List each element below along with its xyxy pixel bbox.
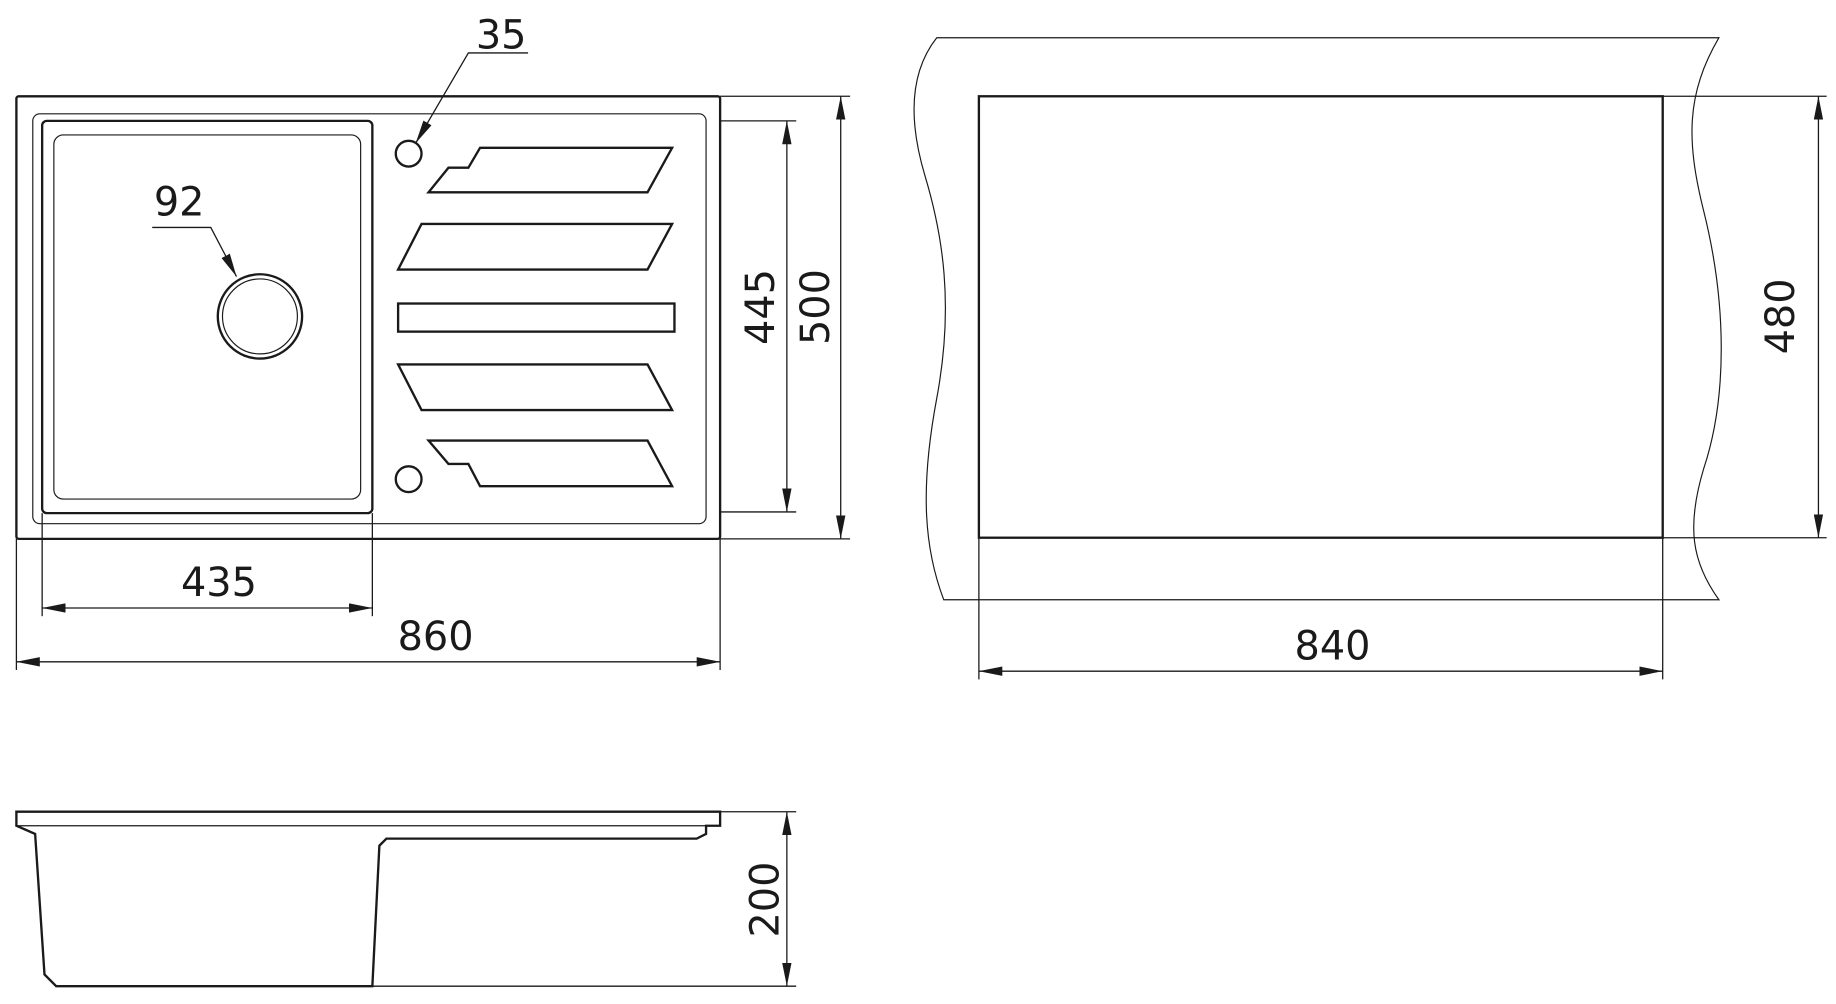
sink-side-view: 200 — [15, 810, 797, 988]
drainboard-slot — [426, 146, 675, 194]
dim-bowl-width: 435 — [181, 560, 257, 606]
dim-sink-height: 200 — [743, 862, 789, 938]
drainboard-slot — [426, 439, 675, 488]
dim-cutout-height: 480 — [1758, 278, 1804, 354]
dim-drain: 92 — [154, 180, 205, 226]
dim-cutout-width: 840 — [1295, 623, 1371, 669]
tap-hole — [394, 465, 423, 494]
drainboard-slot — [396, 363, 675, 412]
countertop-cutout: 480 840 — [913, 37, 1827, 680]
dim-overall-depth: 500 — [793, 269, 839, 345]
dim-tap-hole: 35 — [476, 12, 527, 58]
dim-inner-depth: 445 — [738, 269, 784, 345]
sink-top-view: 35 92 445 500 435 860 — [15, 12, 851, 671]
drainboard-slot — [396, 302, 676, 333]
tap-hole — [394, 139, 423, 168]
dim-overall-width: 860 — [398, 614, 474, 660]
drain-circle — [216, 273, 304, 360]
drainboard-slot — [396, 222, 675, 271]
